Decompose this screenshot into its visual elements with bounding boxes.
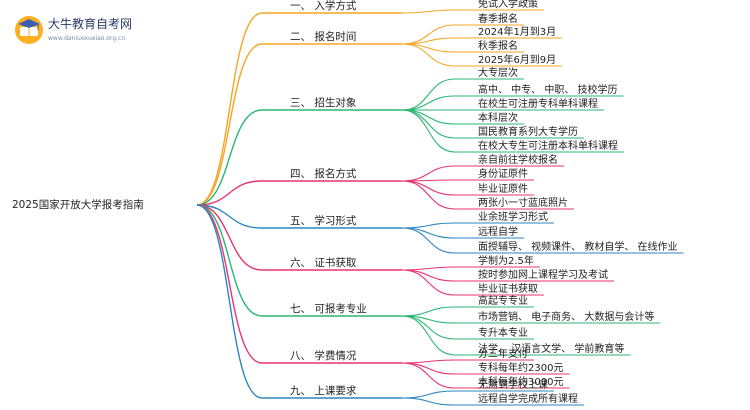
connector-root-branch (196, 43, 263, 206)
leaf-label: 按时参加网上课程学习及考试 (478, 268, 608, 281)
leaf-label: 国民教育系列大专学历 (478, 125, 578, 138)
logo: 大牛教育自考网 www.daniuexueiao.org.cn (15, 16, 132, 44)
connector-branch-leaf (401, 78, 456, 111)
leaf-label: 身份证原件 (478, 167, 528, 180)
connector-branch-leaf (401, 362, 456, 389)
connector-branch-leaf (401, 180, 456, 196)
leaf-label: 学制为2.5年 (478, 254, 534, 267)
root-topic: 2025国家开放大学报考指南 (12, 198, 144, 211)
connector-branch-leaf (401, 9, 456, 14)
leaf-label: 毕业证书获取 (478, 282, 538, 295)
connector-root-branch (196, 204, 263, 364)
connector-root-branch (196, 180, 263, 206)
leaf-label: 2024年1月到3月 (478, 25, 556, 38)
connector-root-branch (196, 109, 263, 206)
leaf-label: 亲自前往学校报名 (478, 153, 558, 166)
leaf-label: 免试入学政策 (478, 0, 538, 10)
leaf-label: 毕业证原件 (478, 182, 528, 195)
leaf-label: 两张小一寸蓝底照片 (478, 196, 568, 209)
connector-branch-leaf (401, 43, 456, 67)
connector-branch-leaf (401, 165, 456, 182)
leaf-label: 业余班学习形式 (478, 210, 548, 223)
connector-root-branch (196, 204, 263, 271)
leaf-label: 在校大专生可注册本科单科课程 (478, 139, 618, 152)
leaf-label: 在校生可注册专科单科课程 (478, 97, 598, 110)
connector-branch-leaf (401, 227, 456, 239)
leaf-label: 秋季报名 (478, 39, 518, 52)
connector-branch-leaf (401, 109, 456, 153)
connector-branch-leaf (401, 390, 456, 399)
connector-branch-leaf (401, 227, 456, 254)
leaf-label: 高起专专业 (478, 294, 528, 307)
connectors (196, 9, 684, 406)
connector-branch-leaf (401, 306, 456, 317)
branch-label: 九、 上课要求 (290, 385, 357, 397)
connector-branch-leaf (401, 266, 456, 271)
branch-label: 五、 学习形式 (290, 214, 357, 227)
connector-root-branch (196, 204, 263, 399)
connector-root-branch (196, 204, 263, 317)
branch-label: 四、 报名方式 (290, 167, 357, 180)
branch-label: 七、 可报考专业 (290, 302, 367, 315)
connector-branch-leaf (401, 180, 456, 210)
connector-root-branch (196, 204, 263, 229)
leaf-label: 远程自学完成所有课程 (478, 392, 578, 405)
connector-branch-leaf (401, 362, 456, 375)
leaf-label: 2025年6月到9月 (478, 53, 556, 66)
leaf-label: 春季报名 (478, 12, 518, 25)
leaf-label: 专科每年约2300元 (478, 361, 563, 374)
leaf-label: 法学、 汉语言文学、 学前教育等 (478, 342, 624, 355)
branch-label: 二、 报名时间 (290, 30, 356, 43)
connector-branch-leaf (401, 397, 456, 406)
leaf-label: 远程自学 (478, 225, 518, 238)
branch-label: 一、 入学方式 (290, 0, 357, 12)
logo-url: www.daniuexueiao.org.cn (48, 35, 125, 42)
logo-name: 大牛教育自考网 (48, 16, 132, 31)
branch-label: 六、 证书获取 (290, 257, 357, 269)
connector-branch-leaf (401, 222, 456, 229)
connector-branch-leaf (401, 109, 456, 125)
leaf-label: 市场营销、 电子商务、 大数据与会计等 (478, 310, 654, 323)
connector-branch-leaf (401, 95, 456, 111)
leaf-label: 分三年支付 (478, 347, 528, 360)
leaf-label: 本科层次 (478, 111, 518, 124)
branch-label: 三、 招生对象 (290, 96, 356, 109)
leaf-label: 面授辅导、 视频课件、 教材自学、 在线作业 (478, 240, 678, 253)
leaf-label: 大专层次 (478, 66, 518, 79)
leaf-label: 无需到学校上课 (478, 378, 548, 391)
connector-branch-leaf (401, 315, 456, 356)
branch-label: 八、 学费情况 (290, 349, 357, 362)
leaf-label: 高中、 中专、 中职、 技校学历 (478, 83, 618, 96)
connector-root-branch (196, 12, 263, 206)
leaf-label: 专升本专业 (478, 326, 528, 339)
connector-branch-leaf (401, 269, 456, 296)
connector-branch-leaf (401, 359, 456, 364)
connector-branch-leaf (401, 269, 456, 282)
graduation-cap-book-icon (15, 16, 43, 44)
leaf-label: 本科每年约3000元 (478, 375, 563, 388)
